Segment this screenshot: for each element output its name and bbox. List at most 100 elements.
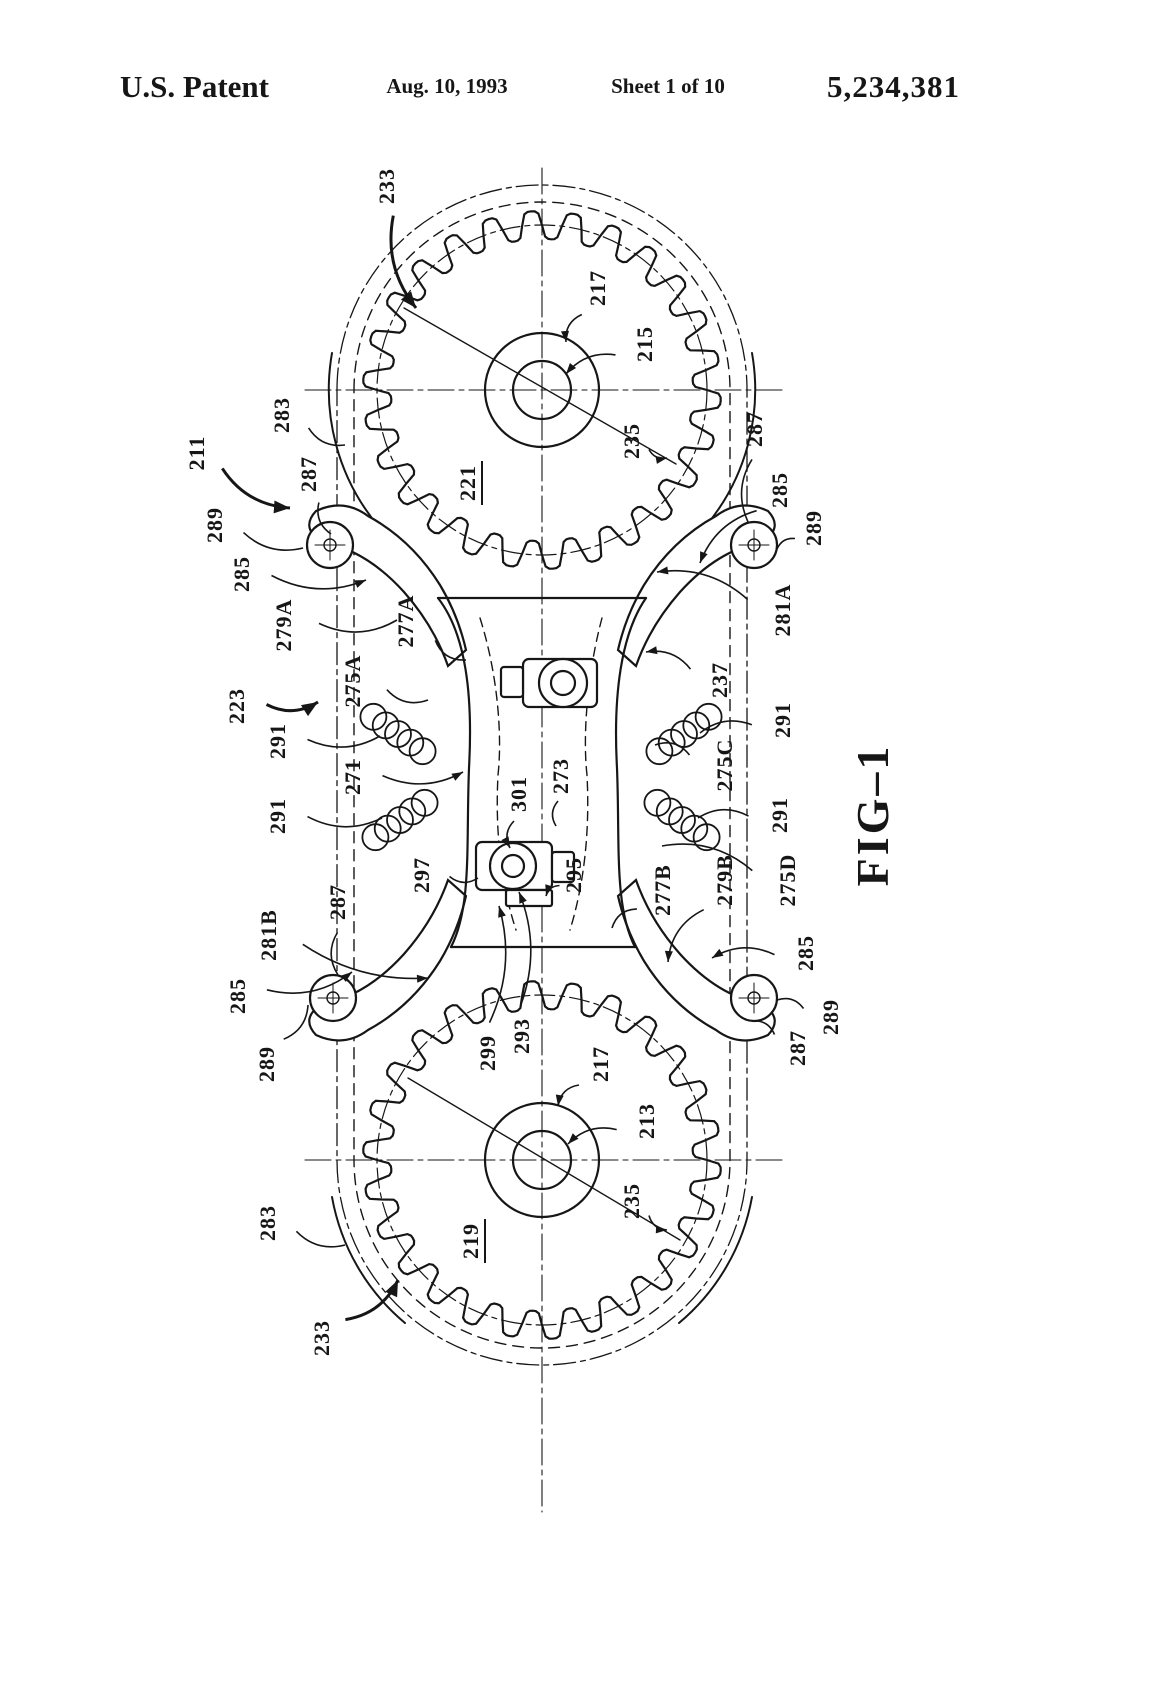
ref-label-text: 281B xyxy=(256,909,281,961)
ref-label-text: 287 xyxy=(296,456,321,492)
ref-label-text: 271 xyxy=(340,759,365,795)
ref-label-text: 283 xyxy=(269,397,294,433)
ref-label-text: 237 xyxy=(707,662,732,698)
ref-label: 233 xyxy=(309,1320,334,1356)
leader-line xyxy=(697,808,749,819)
leader-line xyxy=(318,619,398,633)
leader-arrowhead xyxy=(568,1133,579,1144)
ref-label: 219 xyxy=(458,1219,486,1263)
ref-label: 213 xyxy=(634,1103,659,1139)
ref-label: 277A xyxy=(393,595,418,648)
ref-label: 285 xyxy=(767,472,792,508)
ref-label: 217 xyxy=(585,270,610,306)
ref-label-text: 291 xyxy=(265,723,290,759)
ref-label-text: 301 xyxy=(506,776,531,812)
ref-label-text: 275C xyxy=(712,739,737,792)
ref-label: 301 xyxy=(506,776,531,812)
ref-label-text: 291 xyxy=(265,798,290,834)
leader-line xyxy=(271,574,367,590)
lower-cam-lever xyxy=(474,840,576,908)
leader-line xyxy=(295,1230,346,1248)
leader-line xyxy=(345,1279,400,1322)
ref-label: 217 xyxy=(588,1046,613,1082)
leader-arrowhead xyxy=(354,580,366,588)
ref-label: 299 xyxy=(475,1035,500,1071)
leader-line xyxy=(645,650,692,670)
sheet-number: Sheet 1 of 10 xyxy=(611,74,725,98)
ref-label: 289 xyxy=(818,999,843,1035)
ref-label: 291 xyxy=(265,723,290,759)
ref-label-text: 289 xyxy=(801,510,826,546)
ref-label: 289 xyxy=(801,510,826,546)
leader-arrowhead xyxy=(340,972,352,982)
ref-label: 293 xyxy=(509,1018,534,1054)
ref-label-text: 233 xyxy=(374,168,399,204)
ref-label: 291 xyxy=(770,702,795,738)
ref-label-text: 293 xyxy=(509,1018,534,1054)
leader-line xyxy=(776,537,796,550)
leader-line xyxy=(434,640,467,661)
ref-label: 275A xyxy=(340,655,365,708)
leader-line xyxy=(448,875,479,884)
ref-label-text: 217 xyxy=(588,1046,613,1082)
ref-label-text: 287 xyxy=(742,411,767,447)
ref-label: 235 xyxy=(619,423,644,459)
leader-line xyxy=(551,800,559,827)
pivot-bolt xyxy=(729,973,779,1023)
coil-spring xyxy=(359,702,437,766)
ref-label: 233 xyxy=(374,168,399,204)
ref-label-text: 297 xyxy=(409,857,434,893)
ref-label: 285 xyxy=(229,556,254,592)
coil-spring xyxy=(643,788,721,852)
ref-label: 275D xyxy=(775,854,800,907)
leader-arrowhead xyxy=(712,948,724,958)
ref-label-text: 289 xyxy=(254,1046,279,1082)
ref-label-text: 217 xyxy=(585,270,610,306)
ref-label: 223 xyxy=(224,688,249,724)
ref-label: 277B xyxy=(650,864,675,916)
tensioner-springs xyxy=(359,702,723,852)
leader-arrowhead xyxy=(655,456,667,464)
leader-arrowhead xyxy=(657,566,669,575)
ref-label: 221 xyxy=(455,461,483,505)
leader-arrowhead xyxy=(655,1225,667,1234)
leader-arrowhead xyxy=(700,551,708,563)
ref-label-text: 223 xyxy=(224,688,249,724)
ref-label-text: 235 xyxy=(619,423,644,459)
leader-line xyxy=(307,815,383,828)
leader-line xyxy=(283,1004,309,1040)
ref-label: 287 xyxy=(742,411,767,447)
ref-label: 279B xyxy=(712,854,737,906)
ref-label-text: 277B xyxy=(650,864,675,916)
leader-arrowhead xyxy=(273,500,290,514)
pivot-bolt xyxy=(308,973,358,1023)
ref-label: 283 xyxy=(269,397,294,433)
diagonal-lines xyxy=(403,307,681,1241)
upper-cam-lever xyxy=(499,657,599,709)
ref-label: 287 xyxy=(325,884,350,920)
ref-label-text: 285 xyxy=(229,556,254,592)
ref-label-text: 287 xyxy=(785,1030,810,1066)
leader-arrowhead xyxy=(519,892,527,904)
ref-label: 237 xyxy=(707,662,732,698)
ref-label-text: 285 xyxy=(767,472,792,508)
ref-label-text: 275D xyxy=(775,854,800,907)
leader-arrowhead xyxy=(501,836,510,848)
ref-label-text: 277A xyxy=(393,595,418,648)
leader-line xyxy=(242,532,304,551)
ref-label-text: 289 xyxy=(202,507,227,543)
leader-line xyxy=(382,771,464,785)
guide-strap xyxy=(331,1196,406,1324)
ref-label-text: 273 xyxy=(548,758,573,794)
ref-label-text: 291 xyxy=(770,702,795,738)
ref-label: 287 xyxy=(296,456,321,492)
ref-label: 281B xyxy=(256,909,281,961)
ref-label-text: 283 xyxy=(255,1205,280,1241)
ref-label: 235 xyxy=(619,1183,644,1219)
ref-label-text: 281A xyxy=(770,584,795,637)
coil-spring xyxy=(645,702,723,766)
ref-label: 291 xyxy=(767,797,792,833)
